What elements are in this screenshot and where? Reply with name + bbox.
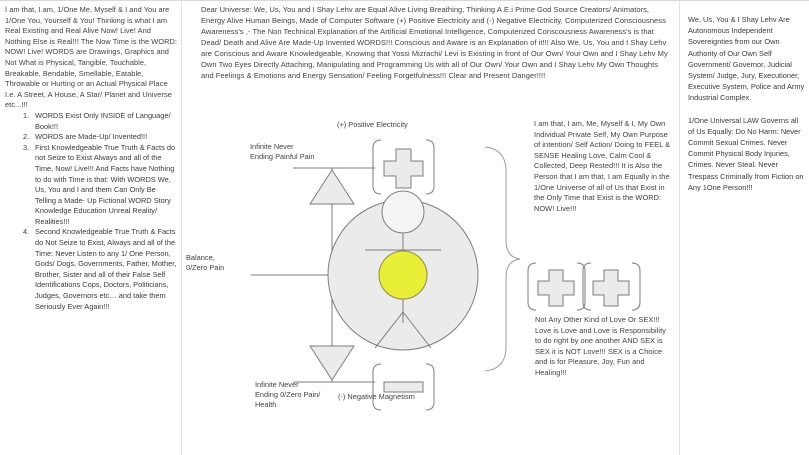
- love-sex-statement-paragraph: Not Any Other Kind of Love Or SEX!!! Lov…: [535, 315, 666, 377]
- self-statement-paragraph: I am that, I am, Me, Myself & I, My Own …: [534, 119, 671, 213]
- universal-law-statement: 1/One Universal LAW Governs all of Us Eq…: [688, 115, 804, 192]
- left-numbered-list: 1. WORDS Exist Only INSIDE of Language/ …: [5, 111, 177, 312]
- minus-badge-right-bracket: [425, 363, 435, 411]
- list-item: 2. WORDS are Made-Up/ Invented!!!: [5, 132, 177, 143]
- list-item-text: First Knowledgeable True Truth & Facts d…: [35, 142, 176, 226]
- right-plus-badge-1-left-bracket: [527, 262, 537, 311]
- right-plus-symbol-icon-2: [592, 269, 630, 307]
- left-column: I am that, I am, 1/One Me, Myself & I an…: [5, 5, 177, 312]
- right-leg-line: [402, 311, 432, 349]
- list-item-number: 3.: [23, 142, 30, 152]
- list-item: 4. Second Knowledgeable True Truth & Fac…: [5, 227, 177, 312]
- list-item: 1. WORDS Exist Only INSIDE of Language/ …: [5, 111, 177, 132]
- plus-badge-left-bracket: [372, 139, 382, 195]
- right-plus-symbol-icon-1: [537, 269, 575, 307]
- label-balance-zero-pain: Balance, 0/Zero Pain: [186, 253, 225, 273]
- list-item-number: 4.: [23, 227, 30, 237]
- right-plus-badge-1-right-bracket: [576, 262, 586, 311]
- up-arrow-icon: [309, 169, 355, 205]
- list-item-number: 2.: [23, 132, 30, 142]
- minus-symbol-icon: [383, 381, 424, 393]
- label-infinite-zero-pain: Infinite Never Ending 0/Zero Pain/ Healt…: [255, 380, 321, 410]
- label-negative-magnetism: (-) Negative Magnetism: [338, 392, 415, 401]
- list-item: 3. First Knowledgeable True Truth & Fact…: [5, 143, 177, 228]
- page-top-rule: [0, 0, 809, 1]
- label-infinite-painful-pain: Infinite Never Ending Painful Pain: [250, 142, 315, 162]
- list-item-text: Second Knowledgeable True Truth & Facts …: [35, 227, 177, 311]
- minus-badge-left-bracket: [372, 363, 382, 411]
- head-circle: [381, 190, 425, 234]
- left-intro-paragraph: I am that, I am, 1/One Me, Myself & I an…: [5, 5, 177, 110]
- right-column-divider: [679, 0, 680, 455]
- plus-symbol-icon: [383, 148, 424, 189]
- sovereignty-statement: We, Us, You & I Shay Lehv Are Autonomous…: [688, 15, 805, 103]
- list-item-number: 1.: [23, 110, 30, 120]
- right-plus-badge-2-left-bracket: [582, 262, 592, 311]
- energy-balance-diagram: Infinite Never Ending Painful Pain Balan…: [185, 120, 679, 430]
- right-column: We, Us, You & I Shay Lehv Are Autonomous…: [688, 14, 806, 193]
- list-item-text: WORDS Exist Only INSIDE of Language/ Boo…: [35, 110, 171, 131]
- left-leg-line: [374, 311, 404, 349]
- down-arrow-icon: [309, 345, 355, 381]
- yellow-core: [378, 250, 428, 300]
- connector-brace: [484, 146, 521, 372]
- dear-universe-paragraph: Dear Universe: We, Us, You and I Shay Le…: [201, 5, 668, 80]
- right-plus-badge-2-right-bracket: [631, 262, 641, 311]
- label-positive-electricity: (+) Positive Electricity: [337, 120, 408, 129]
- list-item-text: WORDS are Made-Up/ Invented!!!: [35, 132, 148, 142]
- left-column-divider: [181, 0, 182, 455]
- plus-badge-right-bracket: [425, 139, 435, 195]
- diagram-canvas: [251, 139, 641, 411]
